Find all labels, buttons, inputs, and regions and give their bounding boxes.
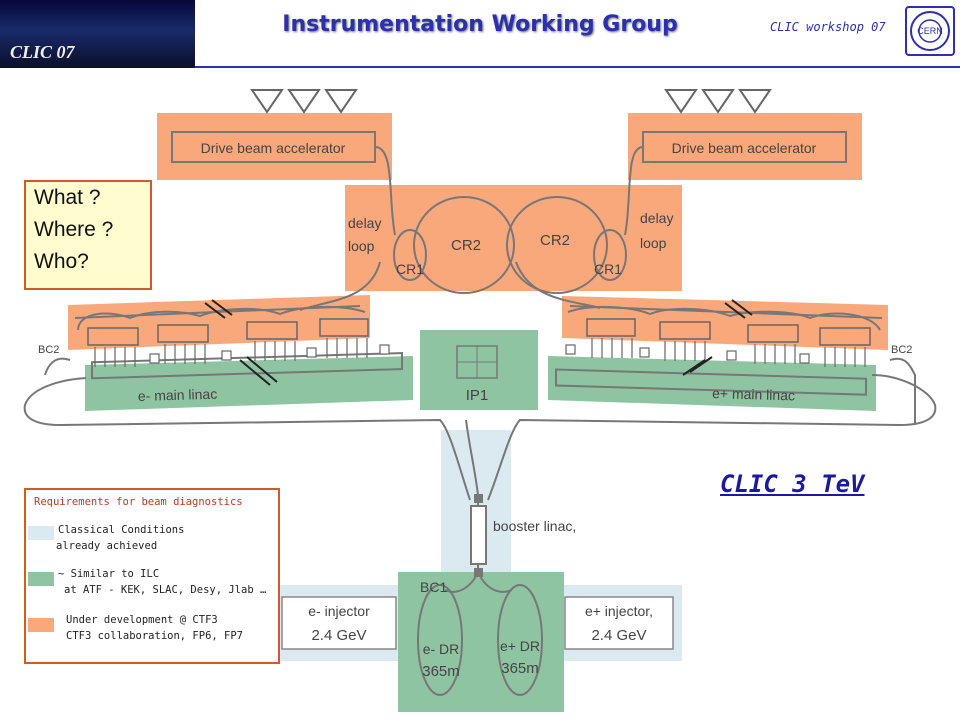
cern-logo: CERN — [905, 6, 955, 56]
legend-item3-line2: CTF3 collaboration, FP6, FP7 — [66, 630, 244, 642]
legend-title: Requirements for beam diagnostics — [34, 496, 243, 508]
bc-marker-top — [474, 494, 483, 503]
delay-label-right: delay — [640, 210, 673, 226]
booster-label: booster linac, — [493, 518, 576, 534]
main-linac-label-right: e+ main linac — [712, 385, 795, 403]
page-title: Instrumentation Working Group — [282, 12, 678, 37]
ip-label: IP1 — [466, 387, 489, 404]
bpm-markers — [149, 344, 810, 364]
injector-right-line2: 2.4 GeV — [591, 627, 646, 644]
break-marks — [204, 299, 753, 386]
questions-box: What ? Where ? Who? — [24, 180, 152, 290]
legend-swatch-green — [28, 572, 54, 586]
legend-swatch-orange — [28, 618, 54, 632]
legend-item3-line1: Under development @ CTF3 — [66, 614, 218, 626]
dr-left-line2: 365m — [422, 663, 460, 680]
legend-box: Requirements for beam diagnostics Classi… — [24, 488, 280, 664]
bc2-label-left: BC2 — [38, 344, 59, 356]
structures-left — [87, 318, 369, 346]
legend-item1-line1: Classical Conditions — [58, 524, 185, 536]
klystron-icons-left — [250, 89, 358, 114]
dr-right-line1: e+ DR — [500, 638, 540, 654]
clic-3tev-label: CLIC 3 TeV — [720, 470, 865, 498]
main-linac-label-left: e- main linac — [138, 386, 218, 404]
rf-feeds — [94, 338, 866, 367]
workshop-label: CLIC workshop 07 — [770, 20, 886, 34]
ip-block — [420, 330, 538, 410]
question-where: Where ? — [34, 218, 114, 241]
main-linac-block-left — [85, 356, 413, 411]
question-what: What ? — [34, 186, 101, 209]
dr-left-line1: e- DR — [423, 641, 460, 657]
legend-item2-line1: ~ Similar to ILC — [58, 568, 160, 580]
bc-marker-bottom — [474, 568, 483, 577]
drive-beam-label-left: Drive beam accelerator — [201, 140, 346, 156]
legend-item2-line2: at ATF - KEK, SLAC, Desy, Jlab … — [64, 584, 267, 596]
bc1-label: BC1 — [420, 579, 447, 595]
main-linac-block-right — [548, 356, 876, 411]
cern-logo-icon: CERN — [910, 11, 950, 51]
drive-beam-label-right: Drive beam accelerator — [672, 140, 817, 156]
cr1-label-left: CR1 — [396, 261, 424, 277]
cr2-label-left: CR2 — [451, 237, 481, 254]
legend-item1-line2: already achieved — [56, 540, 158, 552]
svg-text:CERN: CERN — [917, 26, 943, 36]
header-divider — [195, 66, 960, 68]
damping-ring-block — [398, 572, 564, 712]
legend-swatch-lightblue — [28, 526, 54, 540]
loop-label-left: loop — [348, 238, 375, 254]
ip-crosshair — [457, 346, 497, 378]
drive-beam-accelerator-right — [642, 131, 847, 163]
drive-beam-accelerator-left — [171, 131, 376, 163]
injector-right-line1: e+ injector, — [585, 603, 653, 619]
header-photo — [0, 0, 195, 68]
cr1-label-right: CR1 — [594, 261, 622, 277]
clic07-logo-text: CLIC 07 — [10, 42, 75, 62]
delay-label-left: delay — [348, 215, 381, 231]
structures-right — [586, 318, 871, 346]
injector-left — [281, 596, 397, 650]
booster-linac — [470, 505, 487, 565]
klystron-icons-right — [664, 89, 772, 114]
dr-right-line2: 365m — [501, 660, 539, 677]
injector-left-line1: e- injector — [308, 603, 370, 619]
loop-label-right: loop — [640, 235, 667, 251]
question-who: Who? — [34, 250, 89, 273]
cr2-label-right: CR2 — [540, 232, 570, 249]
injector-right — [564, 596, 674, 650]
injector-left-line2: 2.4 GeV — [311, 627, 366, 644]
bc2-label-right: BC2 — [891, 344, 912, 356]
